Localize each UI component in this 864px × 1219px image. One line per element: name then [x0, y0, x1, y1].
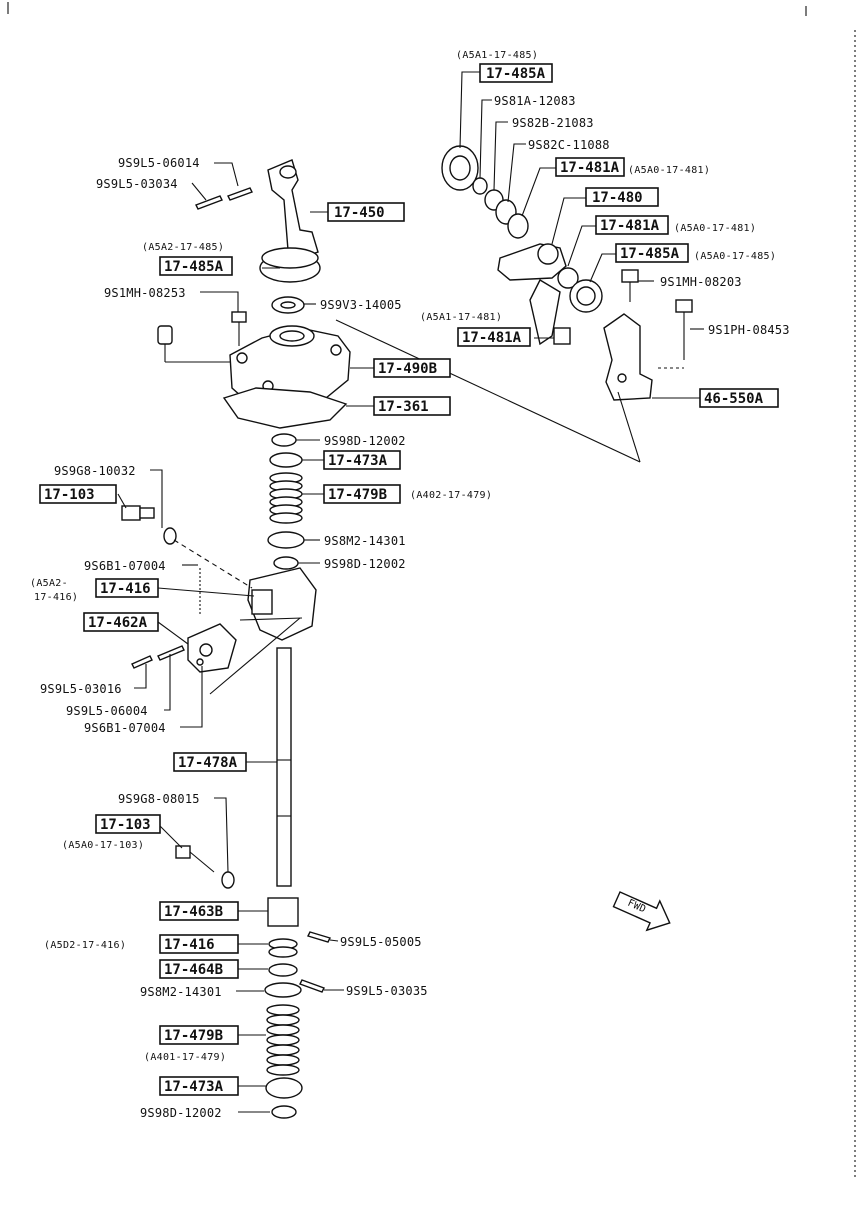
label-9S98D-12002-c: 9S98D-12002 — [140, 1106, 222, 1120]
main-shaft-assembly — [121, 159, 351, 1119]
label-9S9G8-10032: 9S9G8-10032 — [54, 464, 136, 478]
label-9S8M2-14301-b: 9S8M2-14301 — [140, 985, 222, 999]
label-17-103-b: 17-103 — [100, 817, 151, 833]
label-17-479B-b: 17-479B — [164, 1028, 223, 1044]
label-17-481A-c: 17-481A — [462, 330, 522, 346]
label-17-480: 17-480 — [592, 190, 643, 206]
labels: (A5A1-17-485) 17-485A 9S81A-12083 9S82B-… — [30, 50, 790, 1120]
label-17-463B: 17-463B — [164, 904, 223, 920]
label-9S9L5-06004: 9S9L5-06004 — [66, 704, 148, 718]
label-9S81A-12083: 9S81A-12083 — [494, 94, 576, 108]
label-9S1PH-08453: 9S1PH-08453 — [708, 323, 790, 337]
label-17-478A: 17-478A — [178, 755, 238, 771]
label-17-450: 17-450 — [334, 205, 385, 221]
label-9S9L5-05005: 9S9L5-05005 — [340, 935, 422, 949]
label-9S9V3-14005: 9S9V3-14005 — [320, 298, 402, 312]
label-A5A0-17-481-b: (A5A0-17-481) — [674, 223, 756, 234]
callout-leaders — [117, 71, 704, 1113]
spring-upper — [269, 472, 303, 524]
label-A5A0-17-103: (A5A0-17-103) — [62, 840, 144, 851]
page-frame — [7, 2, 856, 1180]
spring-lower — [266, 1004, 300, 1076]
label-17-361: 17-361 — [378, 399, 429, 415]
label-17-473A-a: 17-473A — [328, 453, 388, 469]
shift-block-part — [247, 567, 317, 641]
label-17-485A-b: 17-485A — [620, 246, 680, 262]
shift-lever-part — [267, 159, 319, 259]
label-frames — [39, 63, 779, 1096]
label-9S9L5-03016: 9S9L5-03016 — [40, 682, 122, 696]
select-lever-assembly — [441, 145, 693, 401]
label-9S1MH-08253: 9S1MH-08253 — [104, 286, 186, 300]
label-A5D2-17-416: (A5D2-17-416) — [44, 940, 126, 951]
label-9S82C-11088: 9S82C-11088 — [528, 138, 610, 152]
label-17-485A-top: 17-485A — [486, 66, 546, 82]
label-9S9L5-06014: 9S9L5-06014 — [118, 156, 200, 170]
label-17-416-b: 17-416 — [164, 937, 215, 953]
label-9S8M2-14301-a: 9S8M2-14301 — [324, 534, 406, 548]
label-A5A2-17-485: (A5A2-17-485) — [142, 242, 224, 253]
label-17-473A-b: 17-473A — [164, 1079, 224, 1095]
gasket-part — [222, 387, 348, 429]
label-9S6B1-07004-a: 9S6B1-07004 — [84, 559, 166, 573]
label-A5A2: (A5A2- — [30, 578, 68, 589]
label-A401-17-479: (A401-17-479) — [144, 1052, 226, 1063]
label-9S9L5-03034: 9S9L5-03034 — [96, 177, 178, 191]
label-A5A1-17-485: (A5A1-17-485) — [456, 50, 538, 61]
label-17-481A-b: 17-481A — [600, 218, 660, 234]
label-9S6B1-07004-b: 9S6B1-07004 — [84, 721, 166, 735]
fwd-arrow-icon — [612, 891, 671, 932]
shift-shaft-part — [276, 647, 292, 887]
block-part — [267, 897, 299, 927]
label-17-481A-a: 17-481A — [560, 160, 620, 176]
label-9S98D-12002-a: 9S98D-12002 — [324, 434, 406, 448]
label-A5A0-17-485: (A5A0-17-485) — [694, 251, 776, 262]
label-9S9L5-03035: 9S9L5-03035 — [346, 984, 428, 998]
label-17-103-a: 17-103 — [44, 487, 95, 503]
label-9S82B-21083: 9S82B-21083 — [512, 116, 594, 130]
leader-lines — [173, 319, 684, 695]
label-17-462A: 17-462A — [88, 615, 148, 631]
label-17-416-paren: 17-416) — [34, 592, 78, 603]
label-9S9G8-08015: 9S9G8-08015 — [118, 792, 200, 806]
label-17-416-a: 17-416 — [100, 581, 151, 597]
label-17-464B: 17-464B — [164, 962, 223, 978]
label-9S1MH-08203: 9S1MH-08203 — [660, 275, 742, 289]
bracket-part — [603, 313, 653, 401]
label-17-490B: 17-490B — [378, 361, 437, 377]
label-A5A1-17-481: (A5A1-17-481) — [420, 312, 502, 323]
label-17-485A-c: 17-485A — [164, 259, 224, 275]
label-46-550A: 46-550A — [704, 391, 764, 407]
label-A5A0-17-481-a: (A5A0-17-481) — [628, 165, 710, 176]
label-A402-17-479: (A402-17-479) — [410, 490, 492, 501]
label-9S98D-12002-b: 9S98D-12002 — [324, 557, 406, 571]
label-17-479B-a: 17-479B — [328, 487, 387, 503]
